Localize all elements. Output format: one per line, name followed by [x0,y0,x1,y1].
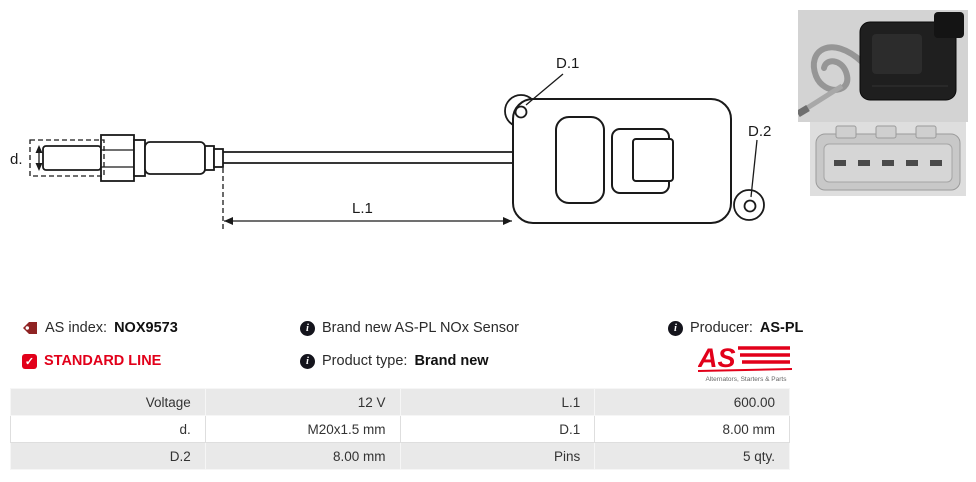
product-type-label: Product type: [322,353,408,369]
standard-line-row: ✓ STANDARD LINE [22,353,161,369]
technical-drawing: d. L.1 D.1 D.2 [10,55,771,230]
probe-body [144,141,206,175]
product-type-row: i Product type: Brand new [300,353,489,369]
check-icon: ✓ [22,353,37,369]
mounting-hole-d2 [743,199,757,213]
photo-coiled-cable [811,44,865,93]
photo-probe [802,83,844,113]
mounting-hole-d1 [514,105,528,119]
dimension-label-d: d. [10,151,23,168]
spec-label: D.2 [10,442,206,470]
tag-icon [23,322,37,334]
as-index-label: AS index: [45,320,108,336]
product-photo-connector [810,122,966,196]
leader-line-d1 [525,73,564,106]
spec-value: 5 qty. [594,442,790,470]
spec-label: d. [10,415,206,443]
dimension-label-d1: D.1 [556,55,579,72]
info-icon: i [300,320,315,336]
spec-value: 8.00 mm [204,442,401,470]
logo-text: AS [698,343,736,373]
table-row: d. M20x1.5 mm D.1 8.00 mm [10,415,790,443]
spec-value: M20x1.5 mm [204,415,401,443]
housing-inner-panel [555,116,605,204]
standard-line-label: STANDARD LINE [44,353,162,369]
housing-connector-port [632,138,674,182]
spec-label: L.1 [399,388,596,416]
product-photo-sensor [798,10,968,122]
logo-tagline: Alternators, Starters & Parts [706,376,788,383]
producer-value: AS-PL [759,320,804,336]
spec-label: Pins [399,442,596,470]
as-pl-logo: AS Alternators, Starters & Parts [698,343,793,383]
spec-label: Voltage [10,388,206,416]
table-row: Voltage 12 V L.1 600.00 [10,388,790,416]
probe-tip [42,145,102,171]
spec-label: D.1 [399,415,596,443]
as-index-row: AS index: NOX9573 [22,320,178,336]
spec-table: Voltage 12 V L.1 600.00 d. M20x1.5 mm D.… [10,388,790,470]
producer-row: i Producer: AS-PL [668,320,803,336]
spec-value: 12 V [204,388,401,416]
dimension-label-l1: L.1 [352,200,373,217]
photo-ecu-connector [934,12,964,38]
table-row: D.2 8.00 mm Pins 5 qty. [10,442,790,470]
description-row: i Brand new AS-PL NOx Sensor [300,320,519,336]
hex-nut [100,134,135,182]
info-icon: i [668,320,683,336]
info-icon: i [300,353,315,369]
dimension-box-d [29,139,105,177]
dimension-label-d2: D.2 [748,123,771,140]
spec-value: 600.00 [594,388,790,416]
producer-label: Producer: [690,320,753,336]
leader-line-d2 [750,139,758,198]
as-index-value: NOX9573 [114,320,178,336]
product-description: Brand new AS-PL NOx Sensor [322,320,519,336]
photo-connector-pins [834,160,942,166]
spec-value: 8.00 mm [594,415,790,443]
product-type-value: Brand new [414,353,489,369]
